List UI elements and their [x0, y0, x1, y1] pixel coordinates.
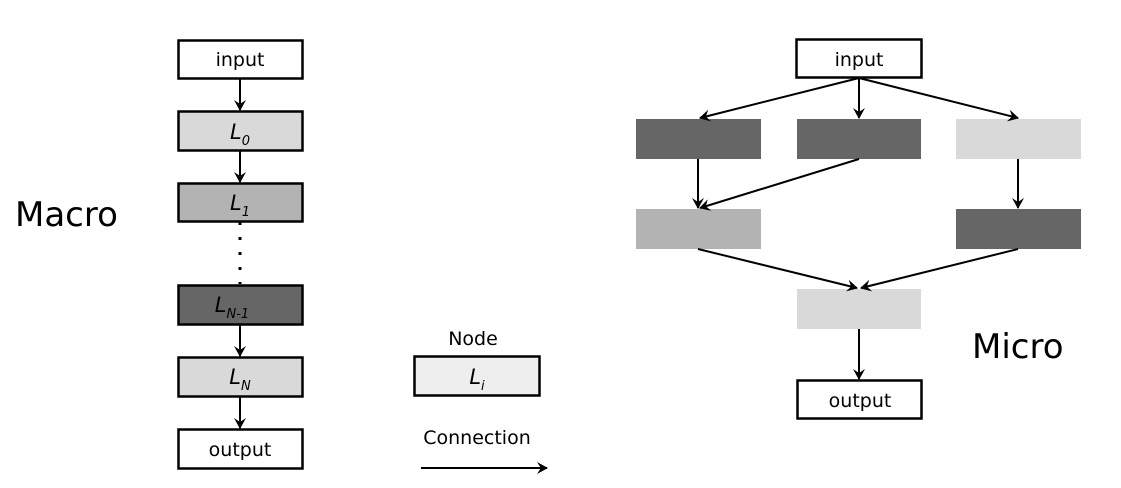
micro-node-mid-right: [956, 209, 1081, 249]
micro-input-node: input: [795, 38, 923, 79]
macro-layer-l1: L1: [177, 182, 304, 223]
svg-text:L1: L1: [230, 191, 250, 220]
legend-connection-title: Connection: [423, 427, 531, 449]
micro-node-top-middle: [797, 119, 921, 159]
svg-text:LN-1: LN-1: [215, 293, 249, 322]
macro-layer-ln: LN: [177, 356, 304, 398]
layer-main: L: [215, 293, 227, 317]
svg-text:L0: L0: [230, 120, 250, 149]
legend-node-main: L: [469, 365, 481, 389]
micro-output-label: output: [829, 390, 892, 412]
micro-arrow-midleft-merge: [697, 248, 858, 292]
layer-main: L: [229, 365, 241, 389]
macro-input-node: input: [177, 39, 304, 80]
macro-title: Macro: [15, 195, 118, 235]
svg-text:LN: LN: [229, 365, 251, 394]
macro-input-label: input: [216, 49, 265, 71]
legend-node-title: Node: [448, 328, 498, 350]
micro-arrow-topmiddle-midleft: [699, 158, 860, 211]
layer-main: L: [230, 191, 242, 215]
macro-layer-ln-1: LN-1: [177, 284, 304, 326]
micro-input-label: input: [835, 49, 884, 71]
layer-sub: 1: [242, 205, 250, 220]
micro-node-mid-left: [636, 209, 761, 249]
micro-arrow-input-topright: [858, 77, 1019, 122]
micro-node-merge: [797, 289, 921, 329]
layer-main: L: [230, 120, 242, 144]
macro-output-node: output: [177, 428, 304, 470]
legend-node: Li: [413, 355, 541, 397]
macro-output-label: output: [209, 439, 272, 461]
micro-node-top-right: [956, 119, 1081, 159]
layer-sub: 0: [242, 134, 250, 149]
micro-arrow-midright-merge: [860, 248, 1019, 292]
micro-arrow-input-topleft: [699, 77, 860, 122]
micro-output-node: output: [796, 379, 923, 420]
micro-node-top-left: [636, 119, 761, 159]
micro-title: Micro: [972, 327, 1064, 367]
layer-sub: N-1: [227, 307, 250, 322]
layer-sub: N: [241, 379, 251, 394]
macro-layer-l0: L0: [177, 110, 304, 152]
legend-node-sub: i: [481, 379, 485, 394]
svg-text:Li: Li: [469, 365, 485, 394]
